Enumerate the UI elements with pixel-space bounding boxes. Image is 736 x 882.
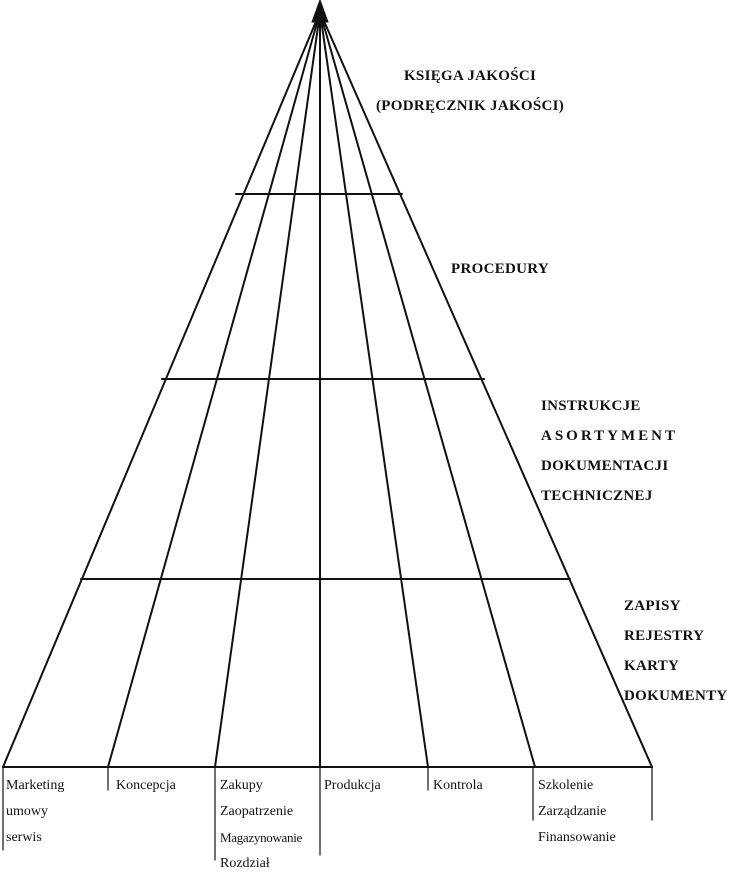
column-6-line-1: Szkolenie [538,778,594,793]
level-label-quality-manual: KSIĘGA JAKOŚCI (PODRĘCZNIK JAKOŚCI) [376,61,564,121]
pyramid-ray-4 [319,11,429,768]
column-1-line-3: serwis [6,830,42,845]
level-3-line-1: INSTRUKCJE [541,398,641,414]
column-3-line-3: Magazynowanie [220,830,303,845]
level-4-line-4: DOKUMENTY [624,688,728,704]
level-4-line-3: KARTY [624,658,680,674]
column-6-line-3: Finansowanie [538,830,616,845]
level-label-records: ZAPISY REJESTRY KARTY DOKUMENTY [624,591,728,711]
level-1-line-2: (PODRĘCZNIK JAKOŚCI) [376,98,565,114]
column-1-line-1: Marketing [6,778,65,793]
column-3-line-4: Rozdział [220,856,270,871]
column-1-line-2: umowy [6,804,48,819]
column-2-line-1: Koncepcja [116,778,176,793]
column-6-line-2: Zarządzanie [538,804,607,819]
column-purchasing: Zakupy Zaopatrzenie Magazynowanie Rozdzi… [220,773,302,877]
level-3-line-2: ASORTYMENT [541,428,678,444]
column-concept: Koncepcja [116,773,176,799]
column-control: Kontrola [433,773,483,799]
level-4-line-2: REJESTRY [624,628,705,644]
column-training: Szkolenie Zarządzanie Finansowanie [538,773,616,851]
pyramid-edge-right [319,11,653,768]
level-1-line-1: KSIĘGA JAKOŚCI [403,68,537,84]
pyramid-ray-5 [319,11,536,768]
pyramid-ray-1 [107,11,321,768]
level-label-procedures: PROCEDURY [451,254,549,284]
column-3-line-1: Zakupy [220,778,263,793]
pyramid-edge-left [2,11,321,768]
column-3-line-2: Zaopatrzenie [220,804,294,819]
level-label-instructions: INSTRUKCJE ASORTYMENT DOKUMENTACJI TECHN… [541,391,678,511]
column-marketing: Marketing umowy serwis [6,773,64,851]
level-2-line-1: PROCEDURY [451,261,550,277]
level-4-line-1: ZAPISY [624,598,681,614]
column-4-line-1: Produkcja [324,778,381,793]
level-3-line-3: DOKUMENTACJI [541,458,669,474]
level-3-line-4: TECHNICZNEJ [541,488,653,504]
column-production: Produkcja [324,773,381,799]
pyramid-ray-2 [214,11,321,768]
column-5-line-1: Kontrola [433,778,483,793]
